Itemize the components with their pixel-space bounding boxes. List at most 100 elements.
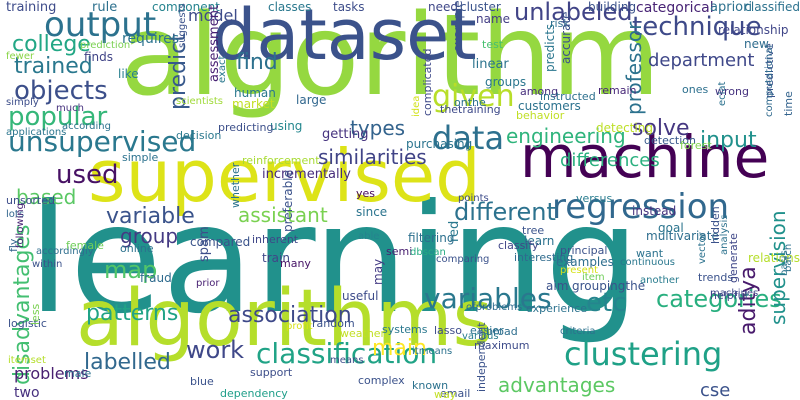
word: example	[451, 0, 465, 52]
word: behavior	[516, 109, 565, 122]
word: forest	[680, 139, 712, 152]
word: popular	[8, 102, 108, 132]
word: algorithm	[120, 0, 661, 121]
word: data	[432, 119, 505, 157]
word: categorical	[636, 0, 714, 16]
word: risk	[550, 17, 570, 30]
word: accordingly	[36, 246, 94, 257]
word: groupingthe	[572, 279, 646, 293]
word: maximum	[474, 339, 530, 352]
word: classify	[498, 239, 539, 252]
word: blue	[190, 375, 214, 388]
word: known	[412, 379, 449, 392]
word: male	[64, 367, 92, 380]
word: supervised	[88, 134, 481, 218]
word: computational	[764, 44, 775, 117]
word: linear	[472, 57, 509, 72]
word: test	[482, 38, 504, 51]
word: much	[56, 103, 84, 114]
word: instructed	[540, 90, 596, 103]
word: ones	[682, 83, 709, 96]
word: many	[280, 257, 311, 270]
word: market	[232, 97, 275, 111]
word: prior	[196, 278, 220, 289]
word: helpful	[710, 289, 748, 302]
word: able	[358, 231, 380, 242]
word: work	[186, 336, 245, 364]
word: vector	[697, 232, 708, 264]
word: classification	[256, 337, 438, 370]
word: tasks	[333, 0, 365, 14]
word: dependency	[220, 387, 288, 400]
word: clustering	[564, 335, 723, 373]
word: multivariate	[646, 229, 719, 243]
word: types	[350, 116, 406, 140]
word: present	[560, 265, 599, 276]
word: output	[44, 5, 157, 45]
word: model	[188, 6, 238, 25]
word: less	[29, 303, 42, 325]
word: two	[14, 385, 40, 400]
word: versus	[576, 192, 613, 205]
word: cse	[700, 380, 731, 400]
word: generate	[727, 233, 740, 283]
word: decision	[176, 129, 222, 142]
word: name	[476, 12, 511, 26]
word: following	[15, 203, 26, 248]
word: similarities	[318, 145, 427, 169]
word: broad	[486, 325, 518, 338]
word: whether	[229, 162, 242, 208]
word: solve	[632, 116, 690, 141]
word: tree	[522, 224, 545, 237]
word: differences	[560, 150, 660, 171]
word: apriori	[710, 0, 753, 15]
word: onthe	[454, 96, 486, 109]
word: given	[432, 79, 515, 114]
word: engineering	[506, 124, 626, 148]
word: want	[636, 247, 664, 260]
word: new	[744, 37, 769, 51]
word: variable	[106, 204, 195, 229]
word: online	[120, 242, 154, 255]
word: ofproblems	[466, 302, 523, 313]
word: experience	[526, 302, 587, 315]
word: fraud	[140, 271, 172, 285]
word: time	[782, 91, 795, 116]
word: useful	[342, 289, 379, 303]
word: technique	[632, 12, 762, 42]
word: examples	[556, 255, 614, 269]
word: scientists	[176, 96, 224, 107]
word: weather	[340, 327, 386, 340]
word: systems	[382, 323, 428, 336]
word: way	[434, 388, 457, 400]
word: variables	[424, 282, 552, 315]
word: like	[118, 67, 139, 81]
word: prediction	[80, 40, 131, 51]
word: group	[120, 224, 179, 248]
word: unsupervised	[8, 125, 197, 158]
word: learn	[524, 234, 555, 248]
word: female	[66, 239, 104, 252]
word: input	[700, 128, 757, 153]
word: another	[640, 275, 680, 286]
word: based	[16, 185, 77, 209]
word: easier	[470, 324, 504, 337]
word: interesting	[514, 251, 574, 264]
word: email	[440, 387, 471, 400]
word: requires	[122, 31, 180, 47]
word: since	[356, 205, 388, 219]
word: predicting	[218, 121, 274, 134]
word: dataset	[212, 0, 477, 76]
word: unsorted	[6, 194, 55, 207]
word: finds	[84, 50, 114, 64]
word: lots	[6, 209, 25, 220]
word: detection	[644, 134, 696, 147]
word: rule	[92, 0, 118, 15]
word: exact	[217, 55, 228, 83]
word: customers	[518, 99, 581, 113]
word: itmeans	[412, 346, 453, 357]
word: inherent	[252, 233, 299, 246]
word: getting	[322, 127, 369, 142]
word: detecting	[596, 121, 653, 135]
word: trends	[698, 271, 734, 284]
